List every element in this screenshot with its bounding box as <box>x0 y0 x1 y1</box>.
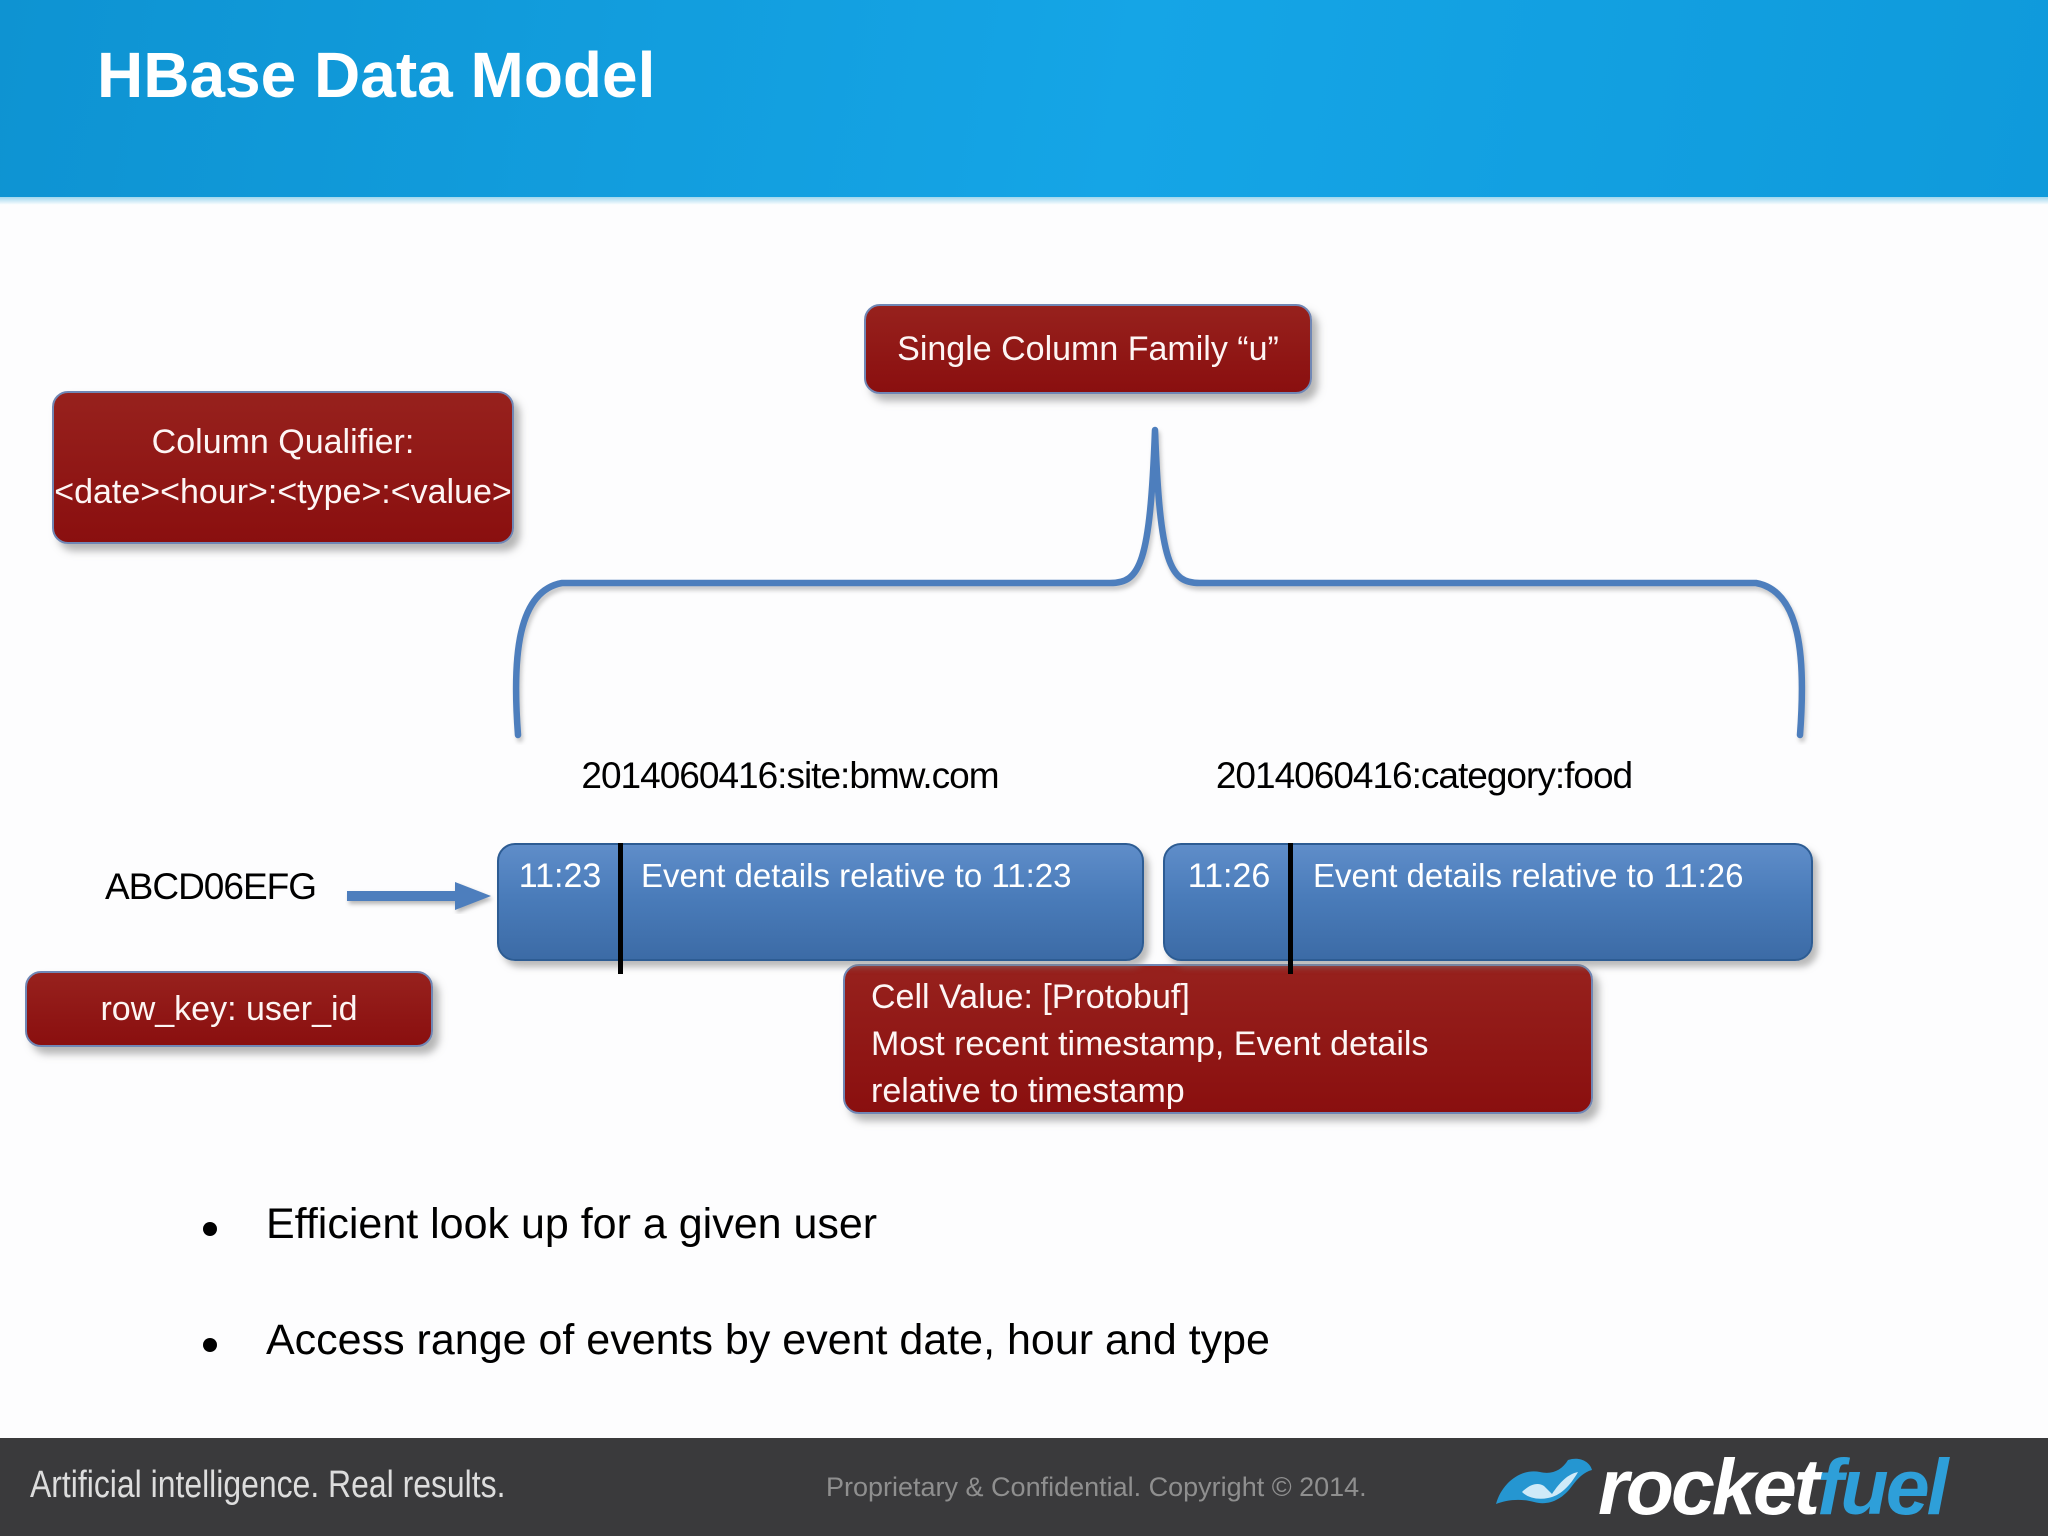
event-cell-2: 11:26 Event details relative to 11:26 <box>1163 843 1813 961</box>
bullet-text-1: Efficient look up for a given user <box>266 1200 878 1248</box>
rocketfuel-logo-text: rocketfuel <box>1598 1441 1949 1533</box>
row-id-label: ABCD06EFG <box>105 866 317 907</box>
column-qualifier-line1: Column Qualifier: <box>151 423 415 461</box>
footer-legal-text: Proprietary & Confidential. Copyright © … <box>826 1472 1367 1502</box>
slide-footer: Artificial intelligence. Real results. P… <box>0 1438 2048 1536</box>
column-qualifier-line2: <date><hour>:<type>:<value> <box>54 473 512 511</box>
column2-qualifier-label: 2014060416:category:food <box>1215 755 1633 796</box>
callout-column-family-label: Single Column Family “u” <box>897 330 1279 368</box>
bullet-dot <box>203 1338 217 1352</box>
header-bottom-strip <box>0 197 2048 205</box>
row-key-label: row_key: user_id <box>100 990 358 1028</box>
callout-column-qualifier: Column Qualifier: <date><hour>:<type>:<v… <box>52 391 514 544</box>
logo-fuel: fuel <box>1817 1442 1948 1531</box>
event-cell-1-divider <box>618 843 623 974</box>
callout-cell-value: Cell Value: [Protobuf] Most recent times… <box>843 964 1593 1114</box>
page-title: HBase Data Model <box>97 39 656 111</box>
event-cell-1-timestamp: 11:23 <box>518 857 602 895</box>
rocketfuel-logo: rocketfuel <box>1492 1438 1949 1536</box>
callout-column-family: Single Column Family “u” <box>864 304 1312 394</box>
cell-value-line1: Cell Value: [Protobuf] <box>871 978 1190 1016</box>
event-cell-2-divider <box>1288 843 1293 974</box>
footer-tagline: Artificial intelligence. Real results. <box>30 1464 506 1506</box>
cell-value-line3: relative to timestamp <box>871 1072 1185 1110</box>
cell-value-line2: Most recent timestamp, Event details <box>871 1025 1429 1063</box>
bullet-text-2: Access range of events by event date, ho… <box>266 1316 1270 1364</box>
event-cell-2-details: Event details relative to 11:26 <box>1313 857 1744 894</box>
rocketfuel-swoosh-icon <box>1496 1458 1592 1504</box>
bullet-item-1: Efficient look up for a given user <box>203 1200 877 1249</box>
brace-connector <box>512 426 1806 739</box>
slide-header: HBase Data Model <box>0 0 2048 197</box>
callout-row-key: row_key: user_id <box>25 971 433 1047</box>
event-cell-1: 11:23 Event details relative to 11:23 <box>497 843 1144 961</box>
bullet-item-2: Access range of events by event date, ho… <box>203 1316 1270 1365</box>
column1-qualifier-label: 2014060416:site:bmw.com <box>581 755 999 796</box>
logo-rocket: rocket <box>1598 1442 1820 1531</box>
right-arrow-icon <box>347 882 491 910</box>
event-cell-1-details: Event details relative to 11:23 <box>641 857 1072 894</box>
bullet-dot <box>203 1222 217 1236</box>
event-cell-2-timestamp: 11:26 <box>1187 857 1271 895</box>
